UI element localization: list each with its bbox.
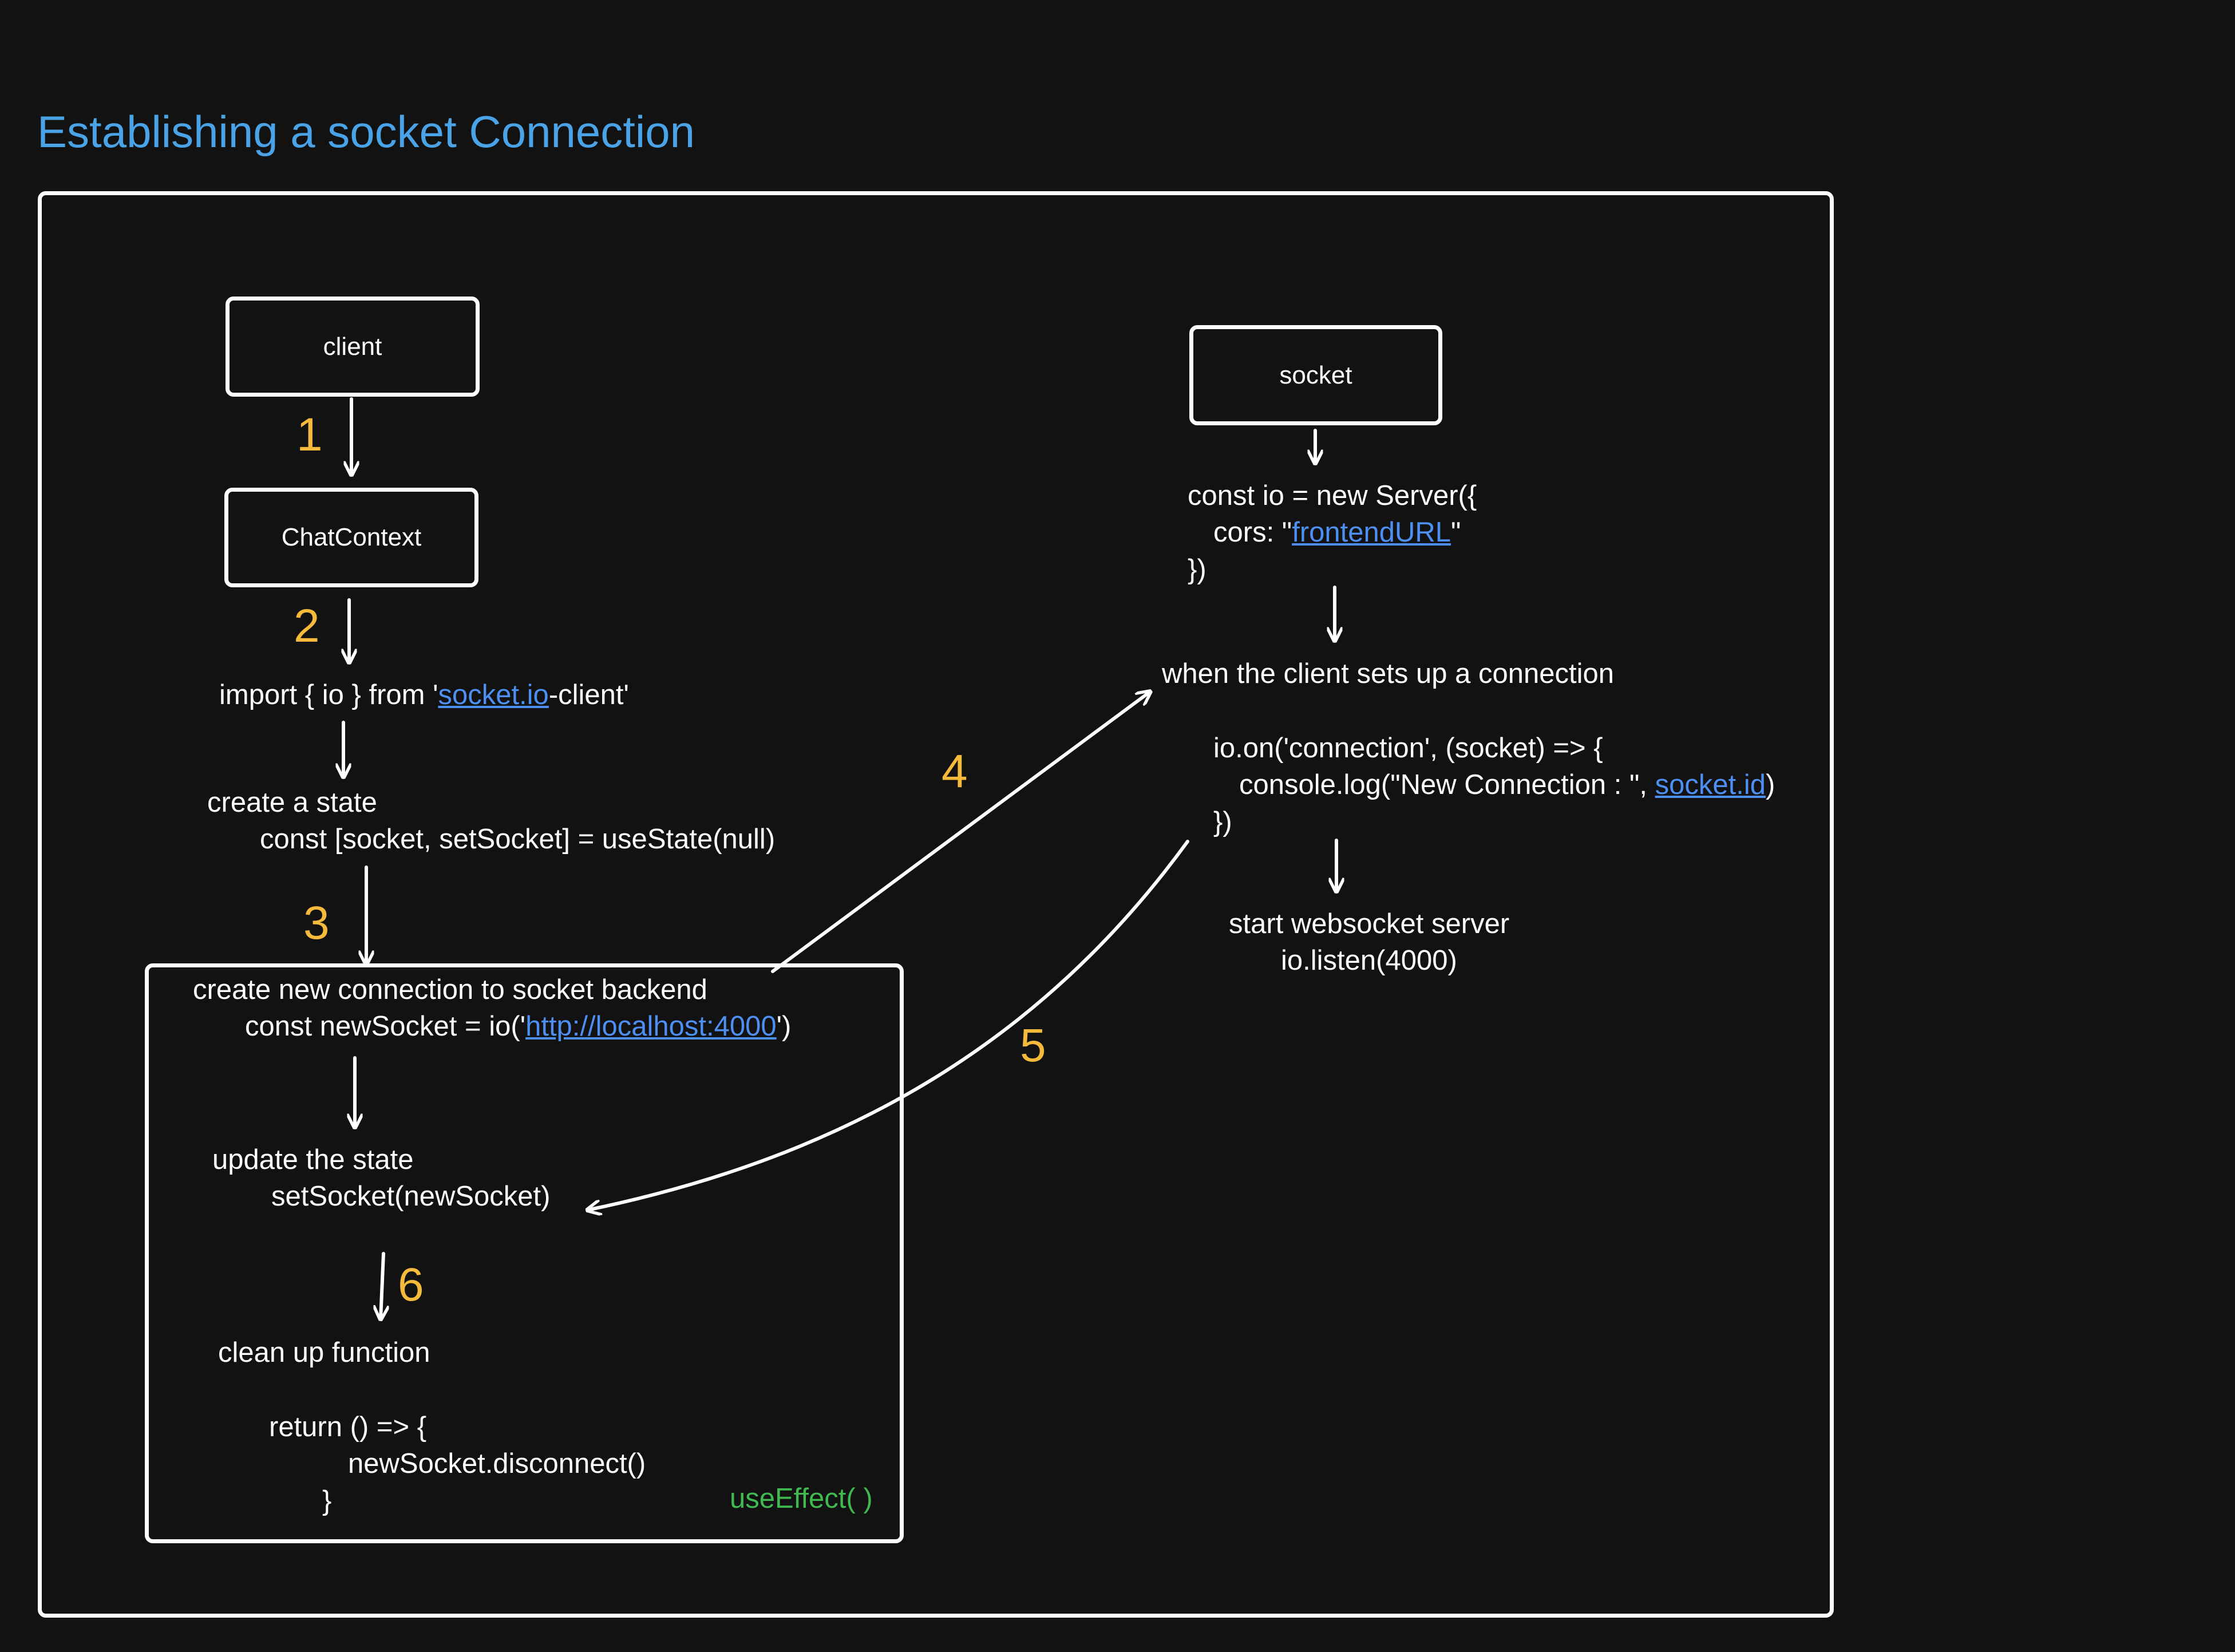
arrow-step-5 <box>587 840 1189 1210</box>
connect-code: const newSocket = io('http://localhost:4… <box>245 1010 791 1042</box>
localhost-link[interactable]: http://localhost:4000 <box>525 1011 777 1042</box>
state-code: const [socket, setSocket] = useState(nul… <box>260 824 776 855</box>
server-code-line-3: }) <box>1188 554 1206 585</box>
socket-box-label: socket <box>1279 361 1352 389</box>
arrow-step-4 <box>771 691 1150 973</box>
start-heading: start websocket server <box>1229 908 1510 939</box>
socketio-link[interactable]: socket.io <box>438 679 549 710</box>
page-title: Establishing a socket Connection <box>37 106 695 157</box>
connection-code-line-3: }) <box>1213 807 1232 837</box>
disconnect-line: newSocket.disconnect() <box>348 1448 646 1479</box>
step-number-4: 4 <box>942 745 968 797</box>
step-number-3: 3 <box>303 897 330 949</box>
chatcontext-box: ChatContext <box>224 488 478 587</box>
arrow-update-to-cleanup <box>381 1252 383 1319</box>
update-heading: update the state <box>212 1144 414 1175</box>
return-line: return () => { <box>269 1412 427 1442</box>
step-number-5: 5 <box>1020 1019 1046 1072</box>
update-code: setSocket(newSocket) <box>271 1181 551 1212</box>
socket-id-link[interactable]: socket.id <box>1655 769 1766 800</box>
use-effect-label: useEffect( ) <box>730 1483 873 1514</box>
cleanup-heading: clean up function <box>218 1337 430 1368</box>
connect-code-pre: const newSocket = io(' <box>245 1011 526 1042</box>
console-log-post: ) <box>1765 769 1775 800</box>
close-brace: } <box>322 1485 332 1516</box>
connect-heading: create new connection to socket backend <box>193 974 707 1005</box>
state-heading: create a state <box>207 787 377 818</box>
frontend-url-link[interactable]: frontendURL <box>1292 517 1451 548</box>
client-box-label: client <box>323 332 382 361</box>
client-box: client <box>226 297 480 397</box>
import-text-pre: import { io } from ' <box>219 679 438 710</box>
connection-heading: when the client sets up a connection <box>1162 658 1614 689</box>
server-code-line-1: const io = new Server({ <box>1188 480 1477 511</box>
step-number-2: 2 <box>294 600 320 652</box>
import-text-post: -client' <box>548 679 629 710</box>
step-number-1: 1 <box>296 409 323 461</box>
cors-pre: cors: " <box>1213 517 1292 548</box>
connection-code-line-1: io.on('connection', (socket) => { <box>1213 733 1603 764</box>
chatcontext-box-label: ChatContext <box>281 523 422 551</box>
connection-code-line-2: console.log("New Connection : ", socket.… <box>1239 769 1775 801</box>
diagram-frame <box>38 191 1834 1618</box>
step-number-6: 6 <box>398 1259 424 1311</box>
console-log-pre: console.log("New Connection : ", <box>1239 769 1655 800</box>
listen-code: io.listen(4000) <box>1281 945 1457 976</box>
socket-box: socket <box>1189 325 1442 425</box>
connect-code-post: ') <box>776 1011 792 1042</box>
use-effect-box <box>145 963 904 1543</box>
import-statement: import { io } from 'socket.io-client' <box>219 679 629 711</box>
cors-post: " <box>1451 517 1461 548</box>
server-code-line-2: cors: "frontendURL" <box>1213 516 1461 548</box>
